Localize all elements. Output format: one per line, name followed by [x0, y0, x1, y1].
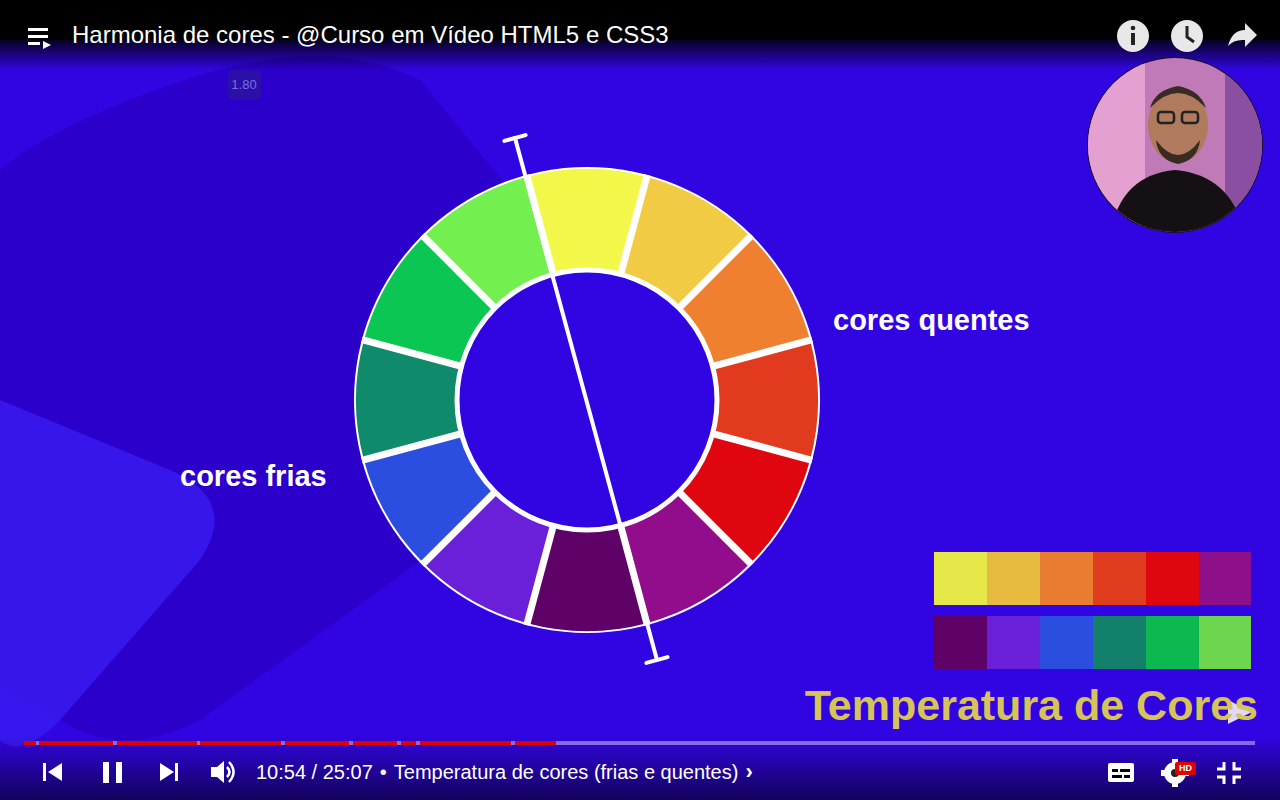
warm-palette — [934, 552, 1251, 605]
chapter-chevron: › — [745, 759, 752, 784]
separator-dot: • — [380, 761, 387, 784]
clock-icon — [1171, 20, 1203, 52]
presenter-camera — [1085, 55, 1265, 235]
player-controls — [43, 761, 234, 783]
share-icon — [1228, 23, 1257, 47]
hd-text: HD — [1179, 763, 1192, 773]
subtitles-icon — [1108, 763, 1134, 782]
speed-badge — [228, 70, 261, 100]
divider-line — [504, 135, 667, 663]
exit-fullscreen-icon — [1217, 762, 1241, 784]
progress-played — [24, 741, 556, 745]
background-shape — [0, 400, 215, 747]
info-icon — [1117, 20, 1149, 52]
chapter-title: Temperatura de cores (frias e quentes) — [394, 761, 739, 784]
progress-track — [24, 741, 1255, 745]
settings-icon — [1161, 759, 1196, 787]
slide-heading: Temperatura de Cores — [805, 681, 1258, 730]
speed-label: 1.80 — [231, 78, 256, 93]
cool-palette — [934, 616, 1251, 669]
warm-label: cores quentes — [833, 304, 1030, 337]
video-title: Harmonia de cores - @Curso em Vídeo HTML… — [72, 21, 669, 49]
time-display: 10:54 / 25:07 — [256, 761, 373, 784]
bottom-shade — [0, 735, 1280, 800]
hd-badge — [1175, 762, 1196, 775]
playlist-icon — [28, 28, 51, 49]
cool-label: cores frias — [180, 460, 327, 493]
